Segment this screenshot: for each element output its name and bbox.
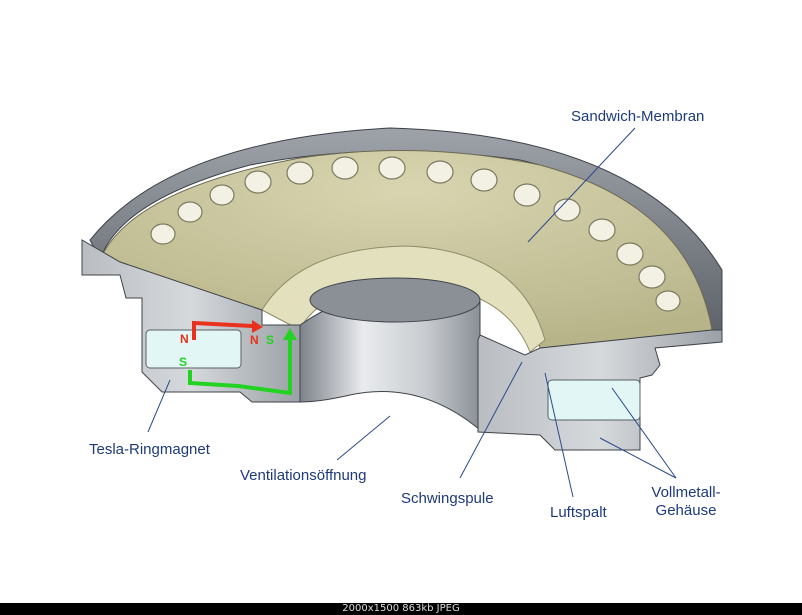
north-arrow-head xyxy=(252,320,263,333)
right-magnet xyxy=(547,379,641,421)
north-flux-arrow xyxy=(192,320,253,340)
vent-holes xyxy=(150,156,681,312)
image-info-bar: 2000x1500 863kb JPEG xyxy=(0,603,802,615)
coil-label: Schwingspule xyxy=(401,490,494,507)
south-flux-arrow xyxy=(188,337,292,396)
gap-label: Luftspalt xyxy=(550,504,607,521)
south-pole-label-right: S xyxy=(266,333,275,347)
south-pole-label-left: S xyxy=(179,355,188,369)
magnet-label: Tesla-Ringmagnet xyxy=(89,441,210,458)
north-pole-label-left: N xyxy=(180,332,189,346)
vent-opening-top xyxy=(309,277,481,323)
housing-label-line2: Gehäuse xyxy=(655,502,717,519)
membrane-label: Sandwich-Membran xyxy=(571,108,705,125)
north-pole-label-right: N xyxy=(250,333,259,347)
south-arrow-head xyxy=(283,328,297,340)
housing-label: Vollmetall- Gehäuse xyxy=(645,484,727,520)
left-housing xyxy=(81,239,301,403)
vent-label: Ventilationsöffnung xyxy=(240,467,367,484)
housing-label-line1: Vollmetall- xyxy=(651,484,721,501)
leader-lines xyxy=(147,127,677,498)
